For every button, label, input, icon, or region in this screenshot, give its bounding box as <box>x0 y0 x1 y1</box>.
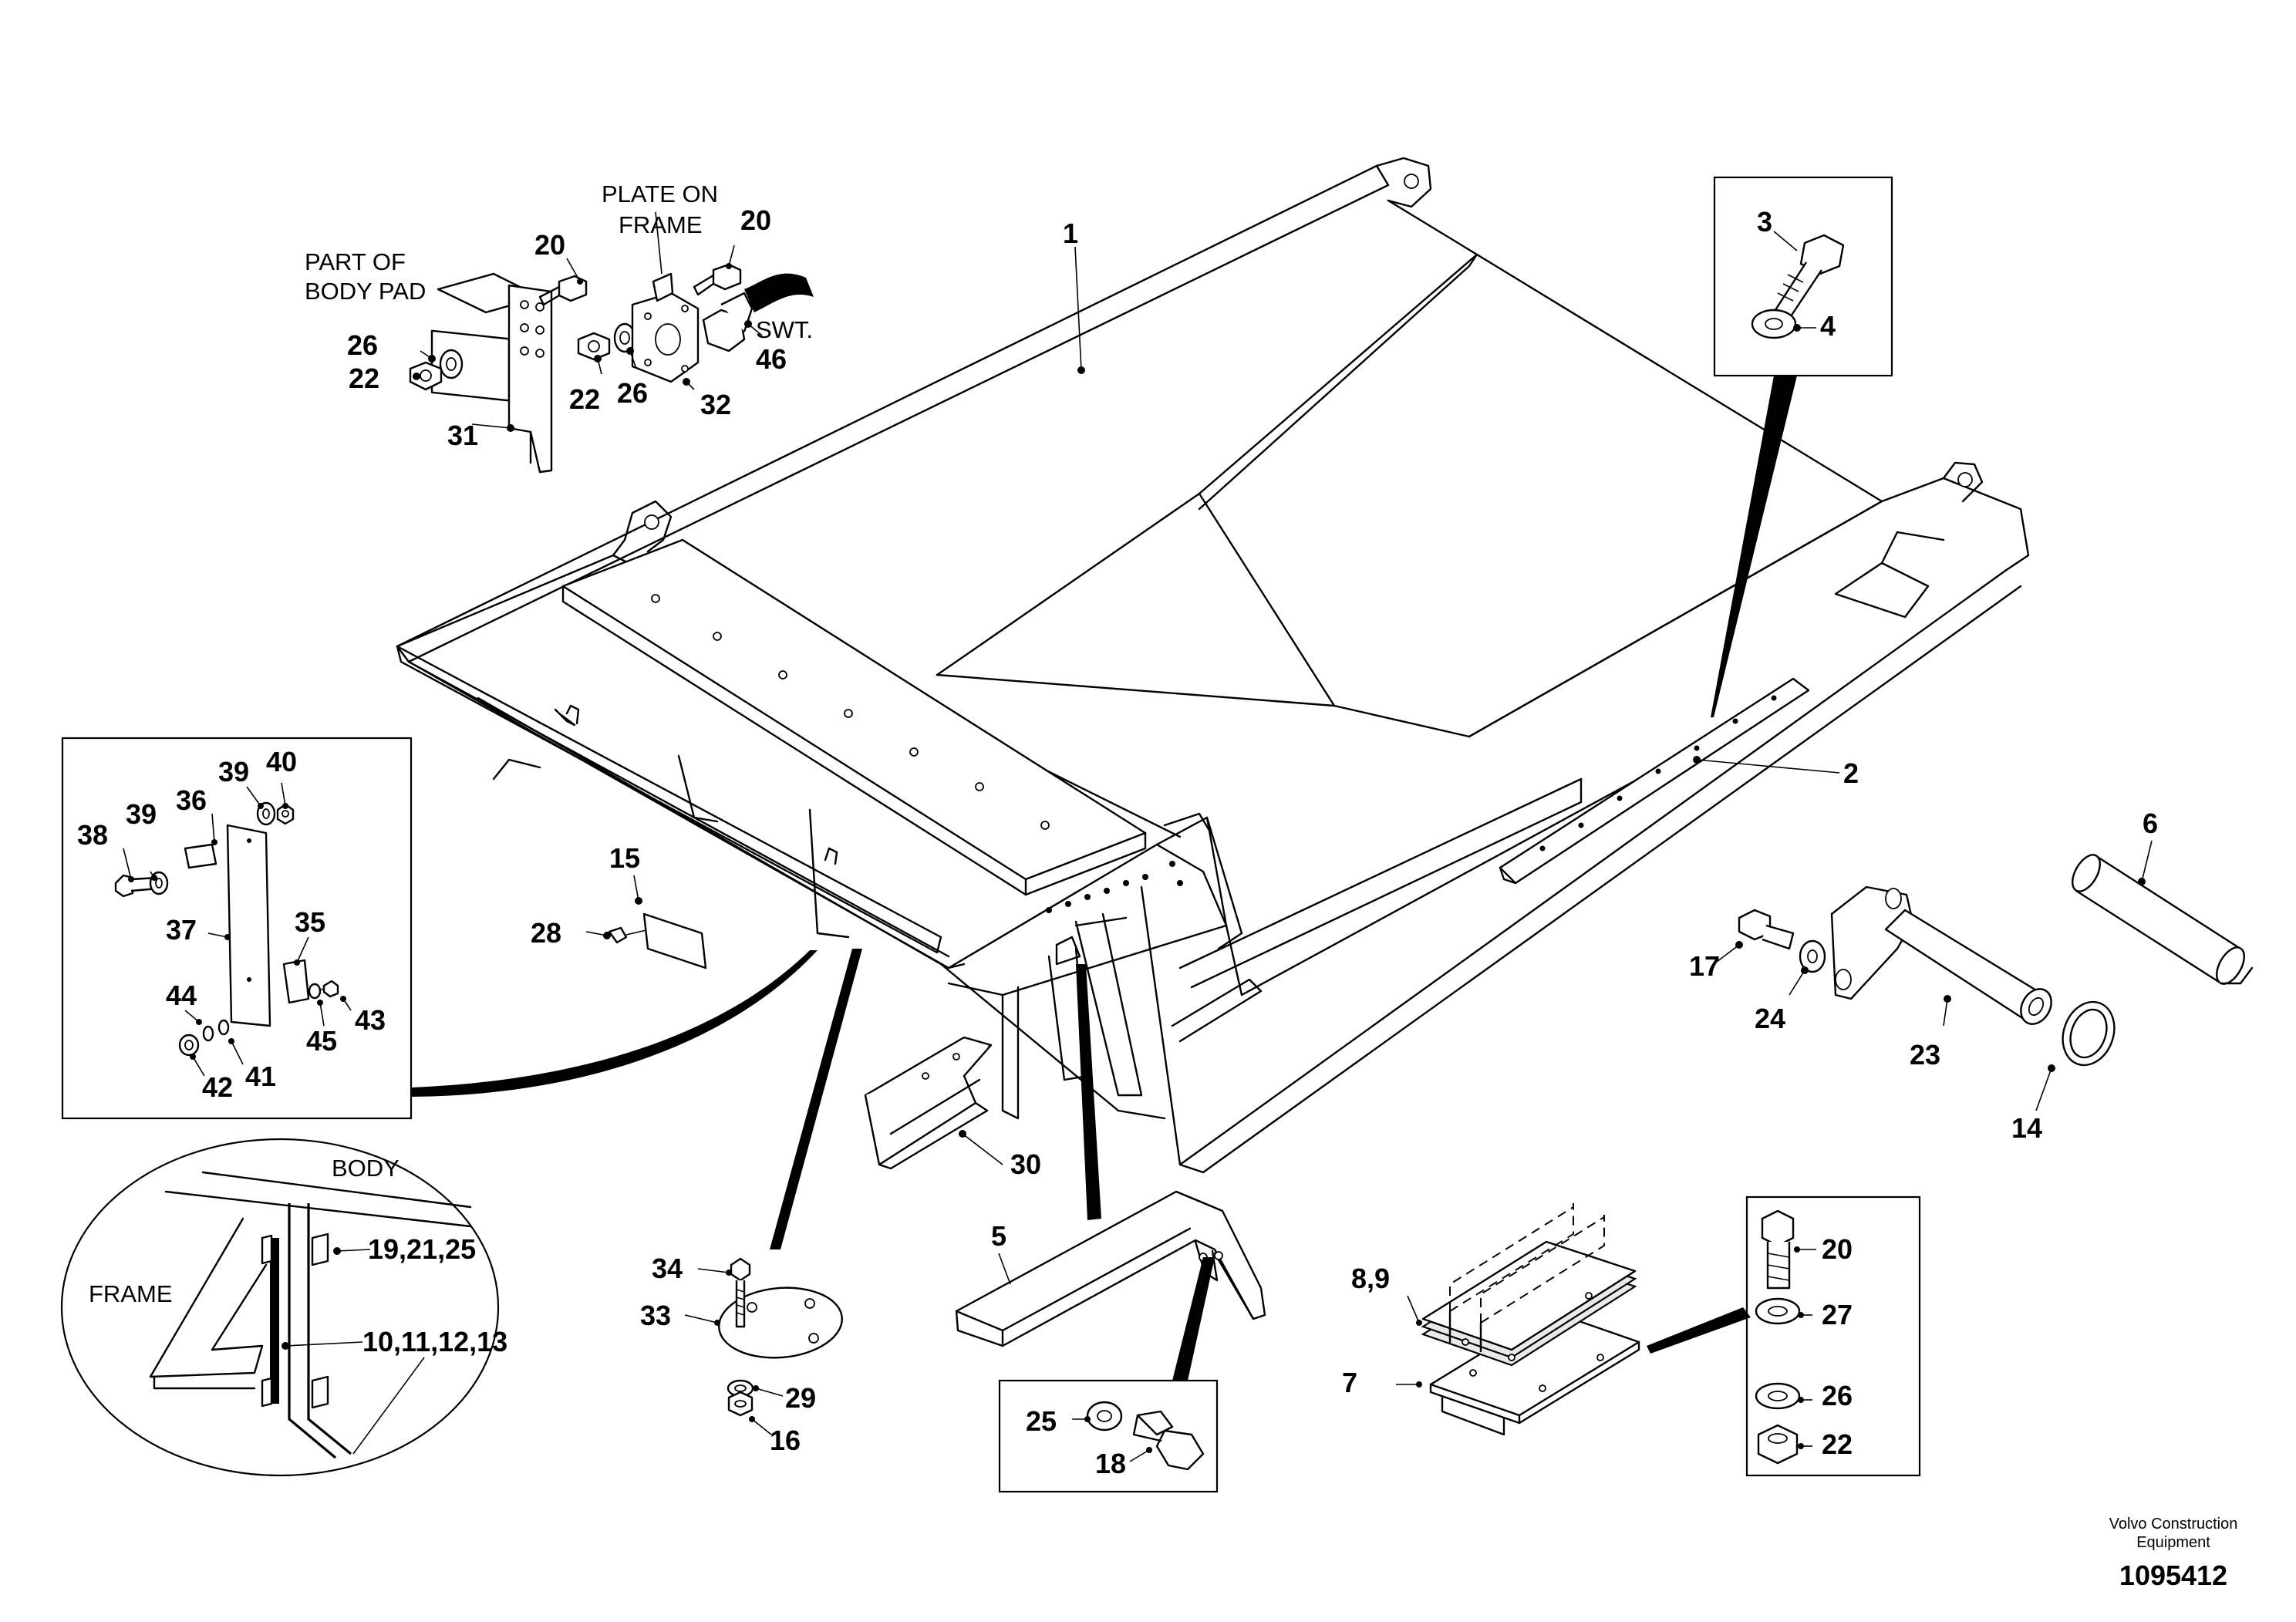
label-29: 29 <box>785 1382 816 1414</box>
label-16: 16 <box>770 1425 801 1456</box>
label-5: 5 <box>991 1220 1006 1252</box>
label-42: 42 <box>202 1071 233 1103</box>
label-20-top-right: 20 <box>740 204 771 236</box>
label-26-box: 26 <box>1822 1380 1853 1411</box>
label-22-left: 22 <box>349 363 379 394</box>
label-23: 23 <box>1910 1039 1940 1071</box>
box-parts-35-45 <box>61 737 818 1120</box>
label-45: 45 <box>306 1025 337 1057</box>
note-frame: FRAME <box>89 1280 173 1307</box>
frame-body-detail <box>60 1138 500 1477</box>
label-40: 40 <box>266 746 297 777</box>
label-35: 35 <box>295 906 325 938</box>
parts-7-8-9 <box>1396 1203 1751 1436</box>
top-left-hardware <box>409 211 814 474</box>
label-22-mid: 22 <box>569 383 600 415</box>
label-4: 4 <box>1820 310 1836 342</box>
note-body: BODY <box>332 1155 400 1182</box>
drawing-number: 1095412 <box>2119 1560 2227 1591</box>
label-28: 28 <box>531 917 561 949</box>
label-31: 31 <box>447 420 478 451</box>
label-3: 3 <box>1757 206 1772 238</box>
label-8-9: 8,9 <box>1351 1263 1390 1294</box>
label-19-21-25: 19,21,25 <box>368 1233 476 1265</box>
box-parts-3-4 <box>1711 176 1893 717</box>
label-24: 24 <box>1755 1003 1785 1034</box>
note-plate-on-frame-1: PLATE ON <box>602 180 718 207</box>
company-line-1: Volvo Construction <box>2109 1516 2238 1533</box>
main-leaders <box>585 246 2254 1111</box>
part-30 <box>864 1036 1003 1170</box>
label-25: 25 <box>1026 1405 1057 1437</box>
label-37: 37 <box>166 914 197 946</box>
label-44: 44 <box>166 980 197 1011</box>
part-2-wear-plate <box>1499 677 1810 885</box>
parts-33-34-29-16 <box>684 949 862 1435</box>
label-22-box: 22 <box>1822 1428 1853 1460</box>
label-30: 30 <box>1010 1148 1041 1180</box>
label-10-11-12-13: 10,11,12,13 <box>362 1326 507 1357</box>
box-parts-20-27-26-22 <box>1745 1195 1921 1477</box>
note-part-of-body-pad-2: BODY PAD <box>305 278 426 305</box>
note-swt: SWT. <box>756 316 813 343</box>
label-41: 41 <box>245 1061 276 1092</box>
label-33: 33 <box>640 1300 671 1331</box>
label-20-top-left: 20 <box>534 229 565 261</box>
label-43: 43 <box>355 1004 386 1036</box>
label-1: 1 <box>1063 218 1078 249</box>
label-46: 46 <box>756 343 787 375</box>
label-6: 6 <box>2143 808 2158 839</box>
part-5-and-box <box>955 964 1266 1493</box>
label-14: 14 <box>2011 1112 2042 1144</box>
footer: Volvo Construction Equipment 1095412 <box>2109 1516 2238 1591</box>
label-26-left: 26 <box>347 329 378 361</box>
label-32: 32 <box>700 389 731 420</box>
label-7: 7 <box>1342 1367 1357 1398</box>
label-2: 2 <box>1843 757 1859 789</box>
company-line-2: Equipment <box>2136 1534 2210 1551</box>
label-39-right: 39 <box>218 756 249 787</box>
label-17: 17 <box>1689 950 1720 982</box>
label-36: 36 <box>176 784 207 816</box>
callout-labels: 1 2 3 4 5 6 7 8,9 14 15 16 17 18 20 20 2… <box>77 204 2158 1479</box>
notes: PART OF BODY PAD PLATE ON FRAME SWT. BOD… <box>89 180 813 1307</box>
dump-body <box>396 157 2030 1174</box>
note-plate-on-frame-2: FRAME <box>619 211 703 238</box>
label-26-mid: 26 <box>617 377 648 409</box>
label-15: 15 <box>609 842 640 874</box>
note-part-of-body-pad-1: PART OF <box>305 248 406 275</box>
label-39-left: 39 <box>126 798 157 830</box>
label-38: 38 <box>77 819 108 851</box>
label-34: 34 <box>652 1253 683 1284</box>
label-27: 27 <box>1822 1299 1853 1330</box>
label-20-box: 20 <box>1822 1233 1853 1265</box>
label-18: 18 <box>1095 1448 1126 1479</box>
